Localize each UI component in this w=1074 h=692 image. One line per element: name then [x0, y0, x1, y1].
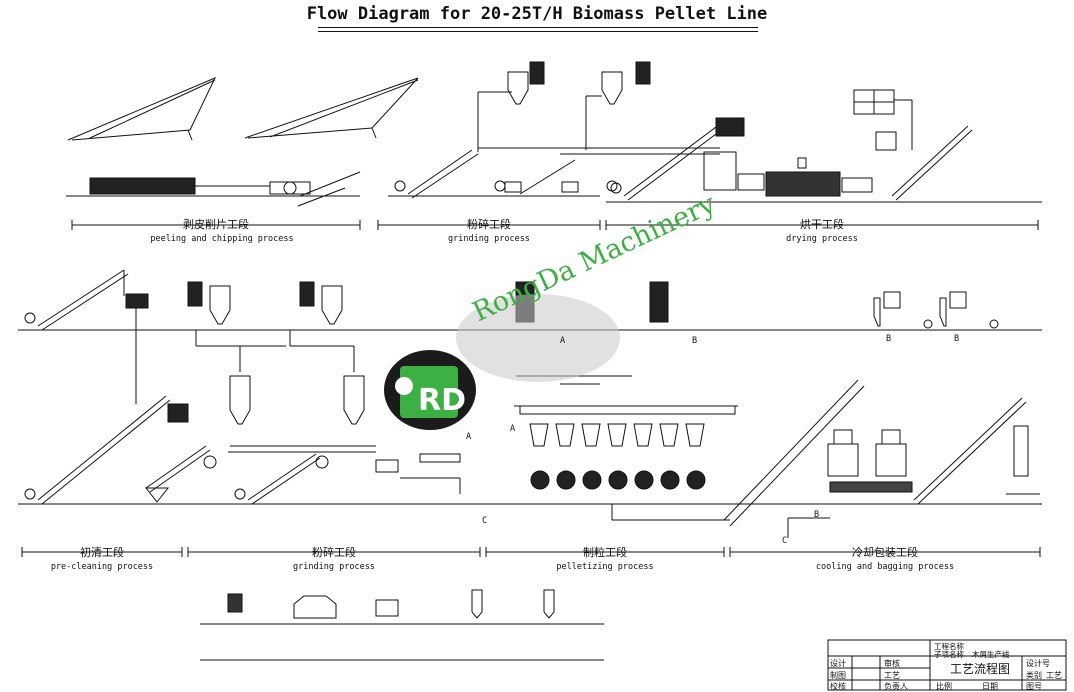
point-label-a: A — [466, 432, 472, 442]
point-label-b: B — [814, 510, 820, 520]
section-label-zh-pre-cleaning: 初清工段 — [80, 546, 124, 559]
section-label-en-pelletizing: pelletizing process — [556, 562, 654, 572]
title-block-category-label: 类别 — [1026, 671, 1042, 680]
title-block-check-label: 校核 — [830, 682, 846, 691]
title-block-scale-label: 比例 — [936, 682, 952, 691]
logo-letters: RD — [418, 383, 466, 418]
section-label-en-cooling: cooling and bagging process — [815, 562, 955, 572]
title-block-project-label: 工程名称 — [934, 642, 964, 651]
pre-cleaning-equipment — [24, 269, 211, 505]
section-label-zh-peeling: 剥皮削片工段 — [183, 218, 249, 231]
page-title: Flow Diagram for 20-25T/H Biomass Pellet… — [306, 4, 768, 24]
point-label-b: B — [886, 334, 892, 344]
title-underline — [318, 27, 758, 28]
title-block-category-value: 工艺 — [1046, 671, 1062, 680]
title-underline-2 — [318, 31, 758, 32]
grinding-top-equipment — [388, 61, 720, 199]
section-label-zh-grinding-lower: 粉碎工段 — [312, 546, 356, 559]
title-block-design-no-label: 设计号 — [1026, 659, 1050, 668]
point-label-a: A — [510, 424, 516, 434]
title-block-sub-item-label: 子项名称 — [934, 650, 964, 659]
title-block-sub-item-value: 木屑生产线 — [972, 650, 1010, 659]
point-label-c: C — [482, 516, 488, 526]
section-label-zh-grinding-top: 粉碎工段 — [467, 218, 511, 231]
point-label-b: B — [692, 336, 698, 346]
grinding-lower-equipment — [187, 281, 461, 505]
title-block-design-label: 设计 — [830, 659, 846, 668]
section-label-en-grinding-top: grinding process — [448, 234, 530, 244]
title-block-frame — [827, 639, 1067, 691]
section-label-zh-cooling: 冷却包装工段 — [852, 546, 918, 559]
title-block-sheet-label: 图号 — [1026, 682, 1042, 691]
point-label-a: A — [560, 336, 566, 346]
section-label-zh-pelletizing: 制粒工段 — [583, 546, 627, 559]
title-block-date-label: 日期 — [982, 682, 998, 691]
title-block-lead-label: 负责人 — [884, 682, 908, 691]
title-block-process-label: 工艺 — [884, 671, 900, 680]
drying-equipment — [606, 89, 1042, 203]
title-block-review-label: 审核 — [884, 659, 900, 668]
rongda-logo-watermark: RD — [384, 294, 620, 430]
section-label-en-peeling: peeling and chipping process — [150, 234, 294, 244]
peeling-chipping-equipment — [66, 77, 419, 207]
section-label-zh-drying: 烘干工段 — [800, 218, 844, 231]
section-label-en-pre-cleaning: pre-cleaning process — [50, 562, 154, 572]
section-label-en-drying: drying process — [786, 234, 858, 244]
title-block-drawing-label: 制图 — [830, 671, 846, 680]
point-label-c: C — [782, 536, 788, 546]
point-label-b: B — [954, 334, 960, 344]
equipment-legend — [200, 589, 604, 661]
title-block-drawing-name: 工艺流程图 — [950, 662, 1011, 676]
section-label-en-grinding-lower: grinding process — [293, 562, 375, 572]
cooling-bagging-equipment — [723, 291, 1040, 538]
